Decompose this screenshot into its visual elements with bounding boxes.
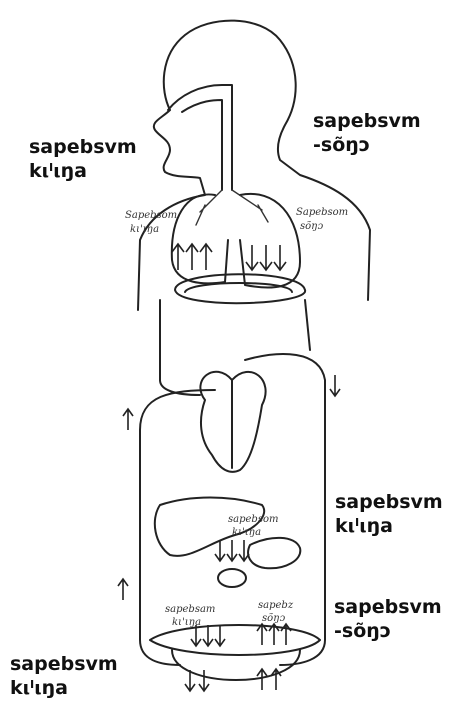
hand-gut-right-2: sõŋɔ <box>262 613 286 624</box>
label-liver-right: sapebsvm kιˡιŋa <box>335 490 443 538</box>
hand-lungs-left-1: Sapebsom <box>125 210 177 221</box>
label-lungs-right-line1: sapebsvm <box>313 109 421 133</box>
label-lungs-left-line2: kιˡιŋa <box>29 159 137 183</box>
label-lungs-right: sapebsvm -sõŋɔ <box>313 109 421 157</box>
label-liver-right-line2: kιˡιŋa <box>335 514 443 538</box>
hand-lungs-left-2: kι'ιŋa <box>130 224 159 235</box>
label-bottom-left-line1: sapebsvm <box>10 652 118 676</box>
hand-lungs-right-2: sõŋɔ <box>300 221 324 232</box>
airway <box>168 85 232 190</box>
left-lung <box>172 194 228 283</box>
hand-gut-left-1: sapebsam <box>165 604 215 615</box>
stomach <box>248 538 300 568</box>
label-bottom-left: sapebsvm kιˡιŋa <box>10 652 118 700</box>
hand-gut-left-2: kι'ιŋa <box>172 617 201 628</box>
pulmonary-vessels <box>160 300 310 395</box>
label-intestine-right: sapebsvm -sõŋɔ <box>334 595 442 643</box>
label-lungs-left-line1: sapebsvm <box>29 135 137 159</box>
label-lungs-right-line2: -sõŋɔ <box>313 133 421 157</box>
hand-gut-right-1: sapebz <box>258 600 294 611</box>
hand-liver-1: sapebsom <box>228 514 278 525</box>
intestine-tube <box>218 569 246 587</box>
hand-lungs-right-1: Sapebsom <box>296 207 348 218</box>
pulmonary-loop <box>175 274 305 303</box>
label-lungs-left: sapebsvm kιˡιŋa <box>29 135 137 183</box>
lower-bowl <box>150 625 320 680</box>
hand-liver-2: kι'ιŋa <box>232 527 261 538</box>
label-intestine-right-line1: sapebsvm <box>334 595 442 619</box>
label-intestine-right-line2: -sõŋɔ <box>334 619 442 643</box>
label-liver-right-line1: sapebsvm <box>335 490 443 514</box>
label-bottom-left-line2: kιˡιŋa <box>10 676 118 700</box>
heart <box>200 372 265 472</box>
